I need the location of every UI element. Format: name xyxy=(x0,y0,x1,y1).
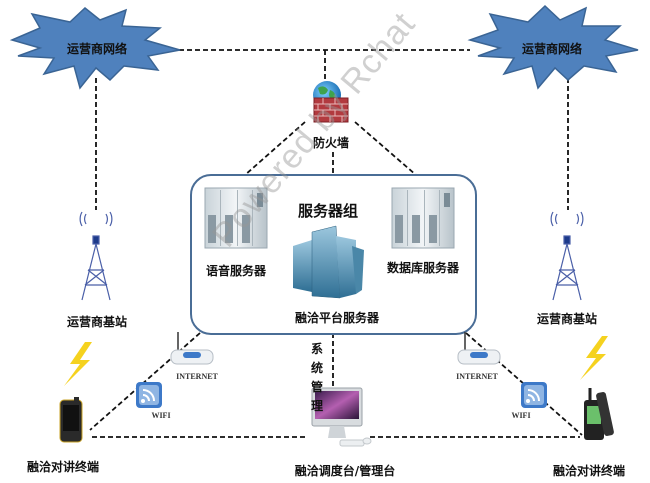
base-station-right-label: 运营商基站 xyxy=(536,312,598,326)
rugged-phone-icon xyxy=(59,397,83,443)
console-label: 融洽调度台/管理台 xyxy=(294,464,396,478)
carrier-network-right xyxy=(467,4,639,90)
lightning-icon xyxy=(580,336,608,380)
carrier-network-right-label: 运营商网络 xyxy=(521,42,583,56)
wifi-icon xyxy=(521,382,547,408)
edges xyxy=(89,49,583,438)
wifi-right-label: WIFI xyxy=(511,411,531,420)
router-right-label: INTERNET xyxy=(456,372,498,381)
router-left-label: INTERNET xyxy=(176,372,218,381)
starburst-cloud-icon xyxy=(9,7,181,90)
starburst-cloud-icon xyxy=(467,4,639,90)
system-management-edge-label: 系 统 管 理 xyxy=(310,340,324,416)
edge-label-char: 统 xyxy=(310,361,323,375)
firewall-label: 防火墙 xyxy=(312,136,350,150)
desktop-computer-icon xyxy=(311,387,372,447)
edge-label-char: 系 xyxy=(310,342,323,356)
server-rack-icon xyxy=(204,187,268,249)
voice-server-label: 语音服务器 xyxy=(205,264,267,278)
cell-tower-icon xyxy=(79,211,113,301)
carrier-network-left-label: 运营商网络 xyxy=(66,42,128,56)
lightning-icon xyxy=(64,342,92,386)
router-icon xyxy=(170,332,214,365)
server-rack-icon xyxy=(391,187,455,249)
edge-firewall-to-group-left xyxy=(244,121,306,176)
server-building-icon xyxy=(293,225,364,299)
router-icon xyxy=(457,332,501,365)
terminal-left-label: 融洽对讲终端 xyxy=(26,460,100,474)
db-server-label: 数据库服务器 xyxy=(386,261,460,275)
walkie-talkie-icon xyxy=(584,388,614,440)
firewall-globe-icon xyxy=(313,81,349,123)
edge-label-char: 管 xyxy=(310,380,323,394)
edge-group-to-terminal-left xyxy=(89,332,201,431)
server-group-title: 服务器组 xyxy=(297,202,359,220)
wifi-left-label: WIFI xyxy=(151,411,171,420)
terminal-right-label: 融洽对讲终端 xyxy=(552,464,626,478)
cell-tower-icon xyxy=(550,211,584,301)
base-station-left-label: 运营商基站 xyxy=(66,315,128,329)
edge-label-char: 理 xyxy=(310,399,323,413)
wifi-icon xyxy=(136,382,162,408)
carrier-network-left xyxy=(9,7,181,90)
platform-server-label: 融洽平台服务器 xyxy=(294,311,380,325)
edge-firewall-to-group-right xyxy=(354,121,417,176)
